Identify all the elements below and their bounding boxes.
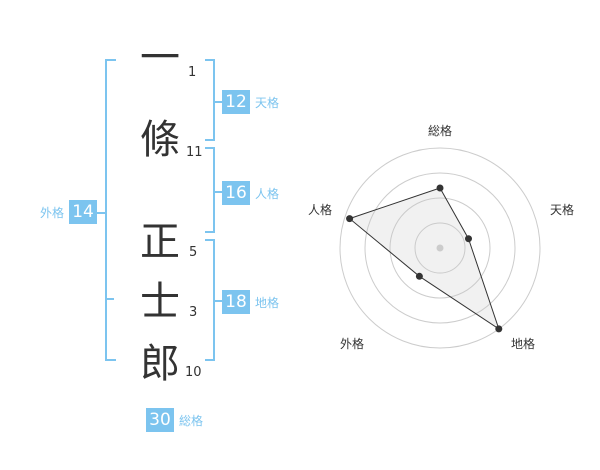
jinkaku-bracket [205, 147, 215, 233]
jinkaku-value: 16 [222, 181, 250, 205]
name-char-5: 郎 [140, 341, 180, 387]
stroke-count-5: 10 [185, 365, 202, 380]
chikaku-value: 18 [222, 290, 250, 314]
gaikaku-bracket [105, 59, 116, 361]
tenkaku-value: 12 [222, 90, 250, 114]
stroke-count-4: 3 [189, 305, 198, 320]
radar-point-1 [436, 184, 444, 192]
radar-axis-label-gaikaku: 外格 [340, 337, 365, 351]
radar-axis-label-chikaku: 地格 [511, 337, 536, 351]
radar-ring-3 [364, 172, 516, 324]
gaikaku-value: 14 [69, 200, 98, 224]
tenkaku-bracket [205, 59, 215, 141]
jinkaku-label: 人格 [255, 186, 280, 201]
chikaku-label: 地格 [255, 295, 280, 310]
radar-point-2 [465, 235, 472, 243]
radar-point-5 [346, 215, 354, 223]
chikaku-tick [214, 300, 222, 302]
name-char-1: 一 [140, 35, 180, 81]
radar-ring-1 [414, 222, 466, 274]
stroke-count-1: 1 [188, 65, 197, 80]
soukaku-badge: 30 総格 [146, 408, 203, 432]
tenkaku-badge: 12 天格 [222, 90, 279, 114]
radar-point-3 [495, 325, 503, 333]
radar-point-4 [415, 272, 423, 280]
radar-axis-label-jinkaku: 人格 [308, 203, 333, 217]
gaikaku-tick [95, 212, 105, 214]
tenkaku-label: 天格 [255, 95, 280, 110]
gaikaku-badge: 外格 14 [40, 200, 98, 224]
name-char-3: 正 [140, 219, 180, 265]
soukaku-label: 総格 [179, 413, 204, 428]
name-char-4: 士 [140, 279, 180, 325]
jinkaku-badge: 16 人格 [222, 181, 279, 205]
radar-center-dot [436, 244, 444, 252]
radar-ring-2 [389, 197, 491, 299]
stroke-count-2: 11 [186, 145, 203, 160]
radar-axis-label-soukaku: 総格 [428, 124, 453, 138]
soukaku-value: 30 [146, 408, 174, 432]
gaikaku-inner-tick [105, 298, 114, 300]
jinkaku-tick [214, 191, 222, 193]
radar-ring-4 [339, 147, 541, 349]
radar-polygon [348, 187, 500, 331]
radar-axis-label-tenkaku: 天格 [550, 203, 575, 217]
gaikaku-label: 外格 [40, 205, 65, 220]
tenkaku-tick [214, 101, 222, 103]
chikaku-badge: 18 地格 [222, 290, 279, 314]
name-char-2: 條 [140, 117, 180, 163]
stroke-count-3: 5 [189, 245, 198, 260]
